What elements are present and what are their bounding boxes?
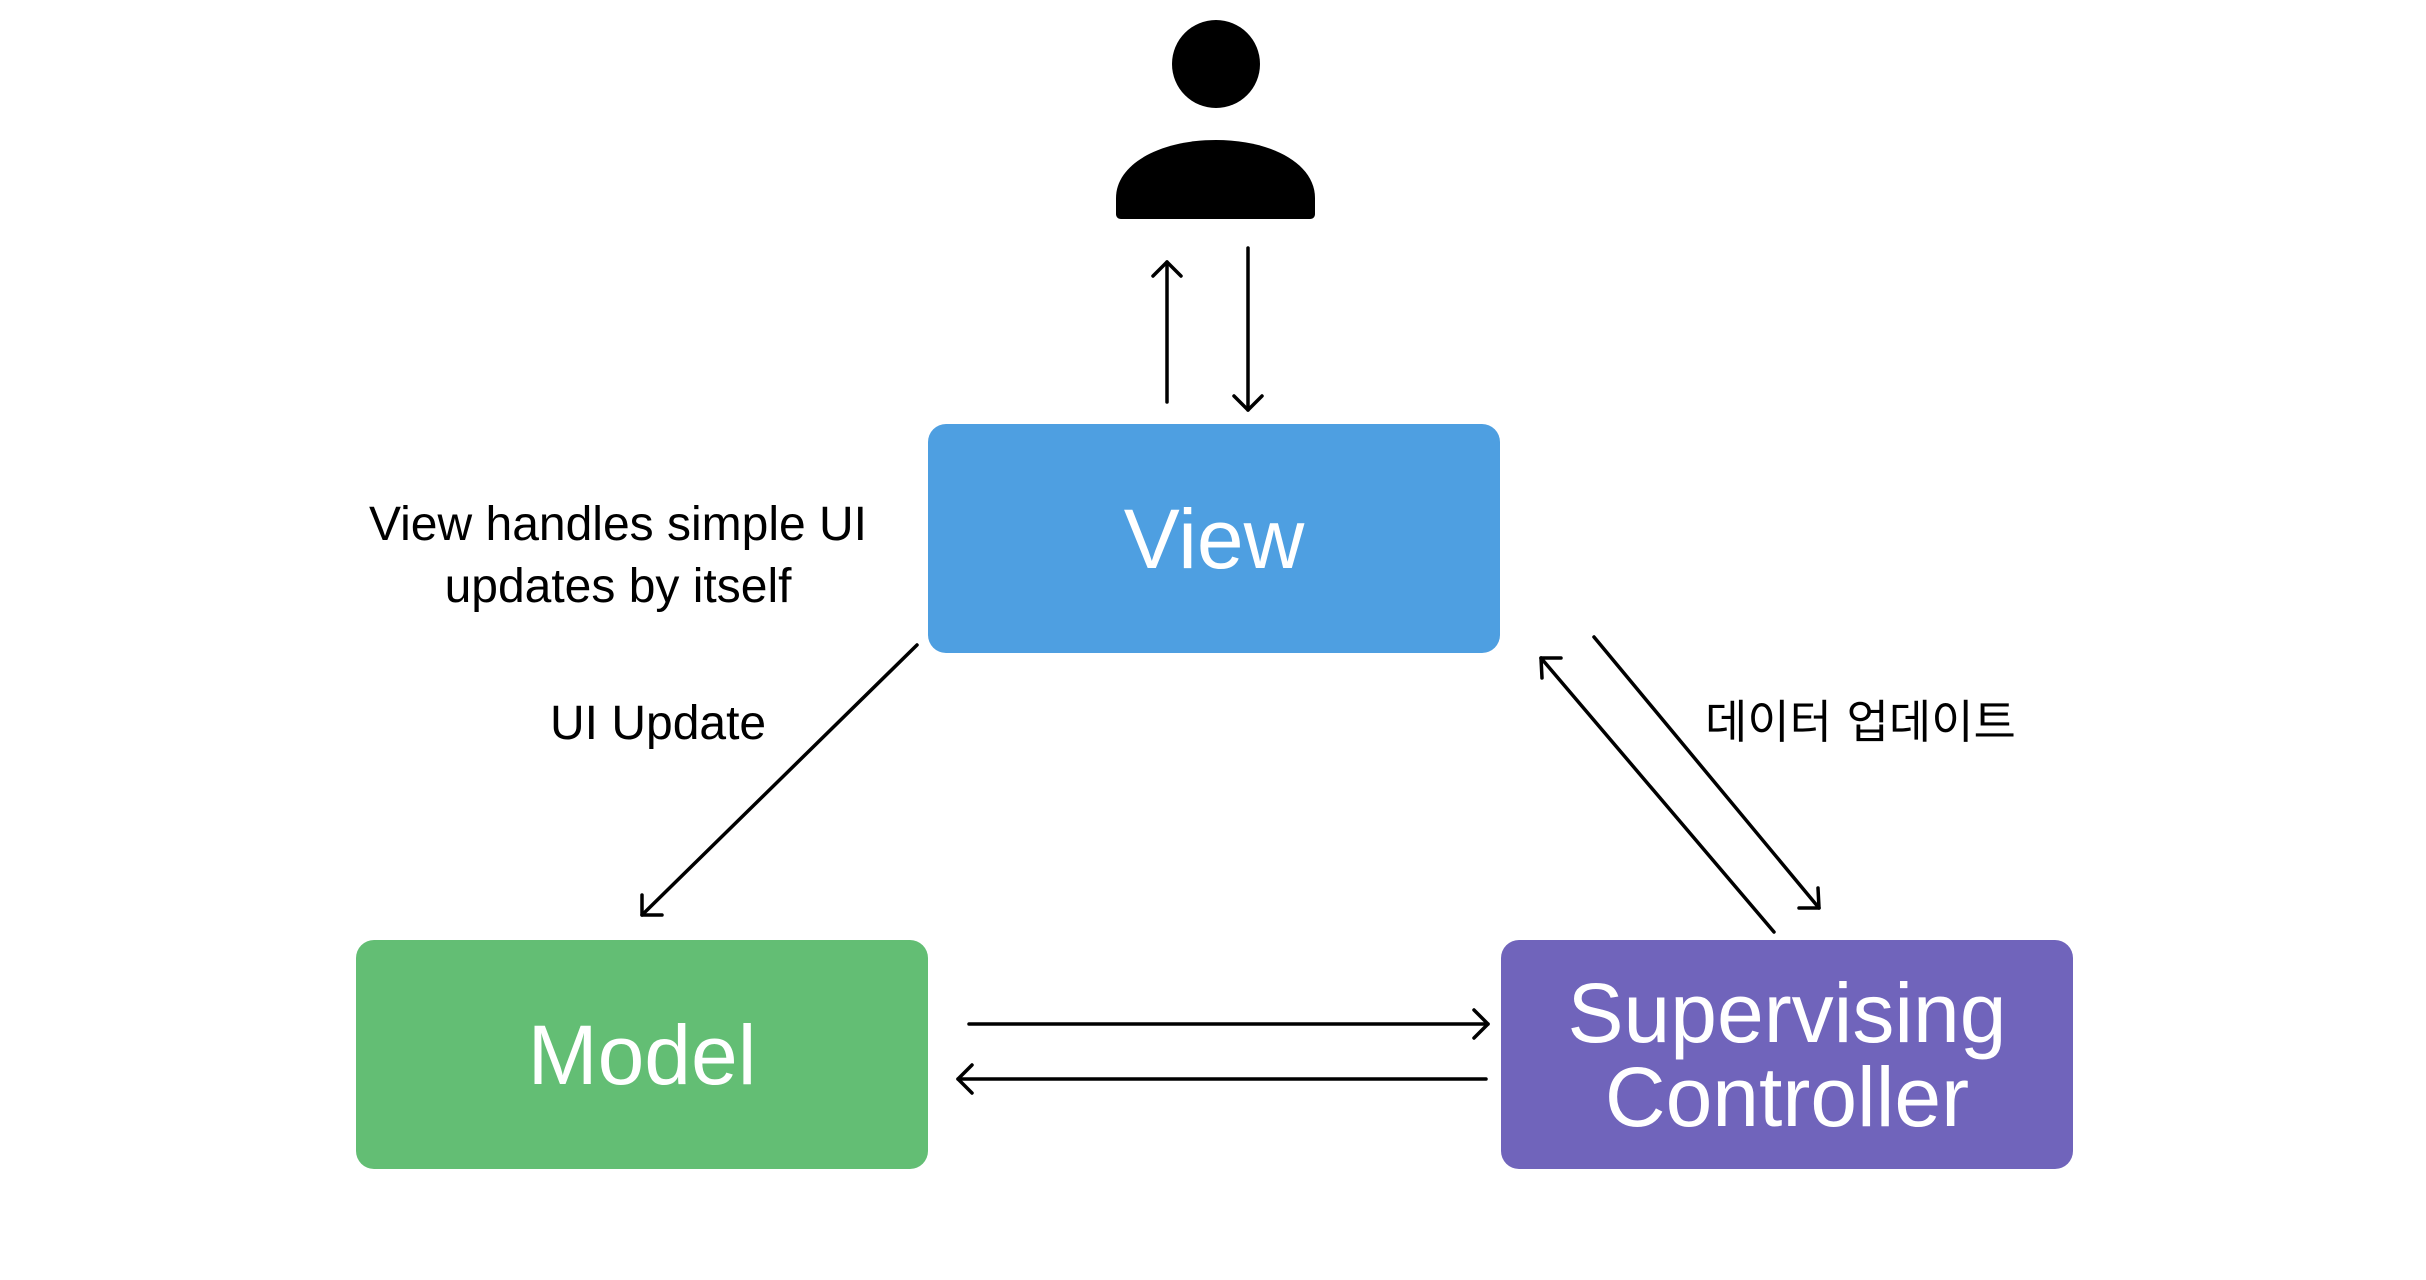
ui-update-label: UI Update bbox=[550, 697, 767, 750]
arrow-view-to-user bbox=[1151, 260, 1183, 404]
view-note-line2: updates by itself bbox=[444, 560, 792, 613]
view-note-annotation: View handles simple UI updates by itself bbox=[348, 494, 888, 618]
arrow-view-to-model bbox=[640, 643, 919, 917]
arrow-controller-to-model bbox=[956, 1063, 1488, 1095]
view-node: View bbox=[928, 424, 1500, 653]
supervising-controller-node: Supervising Controller bbox=[1501, 940, 2073, 1169]
person-head bbox=[1172, 20, 1260, 108]
data-update-label: 데이터 업데이트 bbox=[1705, 695, 2016, 749]
controller-label-line1: Supervising bbox=[1567, 965, 2007, 1060]
person-body bbox=[1116, 140, 1315, 219]
view-note-line1: View handles simple UI bbox=[368, 498, 868, 551]
model-node: Model bbox=[356, 940, 928, 1169]
person-icon bbox=[1116, 20, 1315, 219]
controller-node-label: Supervising Controller bbox=[1568, 971, 2007, 1139]
arrow-controller-to-view bbox=[1539, 656, 1776, 934]
arrow-user-to-view bbox=[1232, 246, 1264, 412]
arrow-view-to-controller bbox=[1592, 635, 1821, 910]
arrow-model-to-controller bbox=[967, 1008, 1490, 1040]
view-node-label: View bbox=[1123, 491, 1305, 586]
model-node-label: Model bbox=[527, 1007, 757, 1102]
controller-label-line2: Controller bbox=[1604, 1049, 1970, 1144]
